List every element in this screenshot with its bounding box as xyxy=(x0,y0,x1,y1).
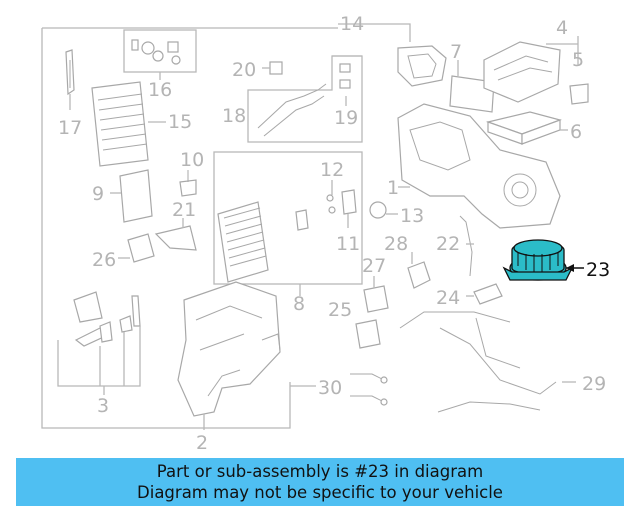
part-5-sensor xyxy=(569,83,589,105)
callout-24: 24 xyxy=(436,287,460,309)
part-18-pipes xyxy=(257,83,327,137)
callout-22: 22 xyxy=(436,233,460,255)
callout-10: 10 xyxy=(180,149,204,171)
callout-29: 29 xyxy=(582,373,606,395)
callout-4: 4 xyxy=(556,17,568,39)
callout-1: 1 xyxy=(387,177,399,199)
callout-14: 14 xyxy=(340,13,364,35)
part-2-lower-housing xyxy=(177,281,281,417)
callout-25: 25 xyxy=(328,299,352,321)
part-6-cabin-filter xyxy=(485,111,562,145)
part-27-actuator xyxy=(363,285,389,313)
callout-18: 18 xyxy=(222,105,246,127)
callout-3: 3 xyxy=(97,395,109,417)
part-25-actuator xyxy=(355,319,381,349)
callout-16: 16 xyxy=(148,79,172,101)
callout-30: 30 xyxy=(318,377,342,399)
part-17-bracket xyxy=(65,49,75,96)
callout-6: 6 xyxy=(570,121,582,143)
part-15-heater-core xyxy=(91,81,149,167)
callout-23: 23 xyxy=(586,259,610,281)
part-20-clip xyxy=(269,61,283,75)
callout-13: 13 xyxy=(400,205,424,227)
callout-5: 5 xyxy=(572,49,584,71)
callout-2: 2 xyxy=(196,432,208,454)
part-22-hose xyxy=(459,215,473,277)
callout-21: 21 xyxy=(172,199,196,221)
callout-20: 20 xyxy=(232,59,256,81)
callout-15: 15 xyxy=(168,111,192,133)
callout-11: 11 xyxy=(336,233,360,255)
part-26-actuator xyxy=(127,233,155,263)
part-9-gasket xyxy=(119,169,153,223)
part-19-fittings xyxy=(339,63,351,89)
part-1-hvac-housing xyxy=(397,103,561,229)
callout-12: 12 xyxy=(320,159,344,181)
part-8-evaporator xyxy=(217,201,309,283)
callout-8: 8 xyxy=(293,293,305,315)
callout-9: 9 xyxy=(92,183,104,205)
part-7-filter-frame xyxy=(449,75,495,113)
part-30-harness xyxy=(350,373,388,406)
part-10-sensor xyxy=(179,170,197,197)
banner-line-1: Part or sub-assembly is #23 in diagram xyxy=(156,462,484,481)
callout-28: 28 xyxy=(384,233,408,255)
part-29-wiring-harness xyxy=(399,311,557,413)
part-3-levers xyxy=(73,291,141,347)
callout-7: 7 xyxy=(450,41,462,63)
part-8-frame xyxy=(213,151,363,285)
part-23-blower-motor xyxy=(502,239,574,281)
part-24-duct xyxy=(473,283,503,305)
part-16-clips xyxy=(131,39,181,65)
info-banner: Part or sub-assembly is #23 in diagram D… xyxy=(16,458,624,506)
part-13-grommet xyxy=(369,201,387,219)
callout-19: 19 xyxy=(334,107,358,129)
callout-27: 27 xyxy=(362,255,386,277)
part-4-upper-housing xyxy=(483,41,561,103)
outer-frame xyxy=(41,23,411,429)
part-28-resistor xyxy=(407,261,431,289)
part-12-oring xyxy=(326,194,336,214)
callout-26: 26 xyxy=(92,249,116,271)
part-21-bracket xyxy=(154,225,197,251)
part-14-seal xyxy=(397,45,447,87)
banner-line-2: Diagram may not be specific to your vehi… xyxy=(137,483,503,502)
part-11-valve xyxy=(341,189,357,215)
callout-17: 17 xyxy=(58,117,82,139)
